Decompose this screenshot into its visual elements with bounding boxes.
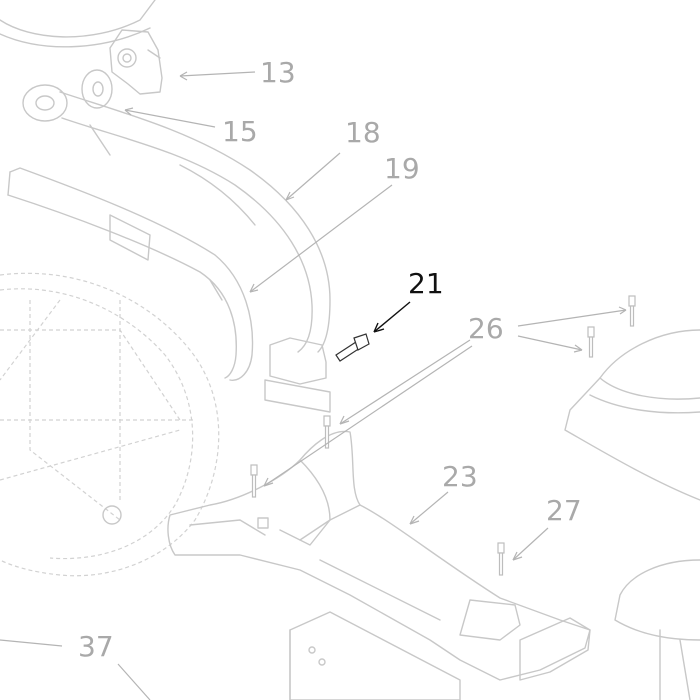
- part-19-arm: [7, 167, 254, 381]
- leader-37: [0, 639, 151, 700]
- part-right-upper: [564, 329, 700, 501]
- part-15-washer: [81, 69, 113, 109]
- leader-19: [249, 184, 393, 293]
- leader-23: [409, 491, 449, 525]
- part-wheel-frame: [0, 272, 220, 577]
- callout-19: 19: [384, 152, 420, 185]
- leader-21: [373, 301, 411, 333]
- part-18-arm: [22, 84, 331, 413]
- callout-15: 15: [222, 115, 258, 148]
- callout-37: 37: [78, 630, 114, 663]
- part-23-frame: [167, 430, 591, 681]
- leader-18: [285, 152, 341, 201]
- part-wheel-top: [0, 0, 156, 48]
- bolt-21: [335, 333, 370, 362]
- callout-23: 23: [442, 460, 478, 493]
- bolt-27: [497, 542, 505, 576]
- bolt-26-left: [250, 464, 258, 498]
- callout-18: 18: [345, 116, 381, 149]
- part-right-lower: [614, 559, 700, 700]
- callout-13: 13: [260, 56, 296, 89]
- leader-15: [124, 107, 216, 128]
- part-13-clip: [109, 29, 163, 95]
- bolt-26-top-right: [628, 295, 636, 327]
- callout-21: 21: [408, 267, 444, 300]
- callout-26: 26: [468, 312, 504, 345]
- leader-13: [179, 71, 256, 81]
- leader-26: [263, 306, 627, 487]
- part-37-bar: [289, 611, 461, 700]
- bolt-26-center: [323, 415, 331, 449]
- callout-27: 27: [546, 494, 582, 527]
- bolt-26-right: [587, 326, 595, 358]
- leader-27: [512, 527, 549, 561]
